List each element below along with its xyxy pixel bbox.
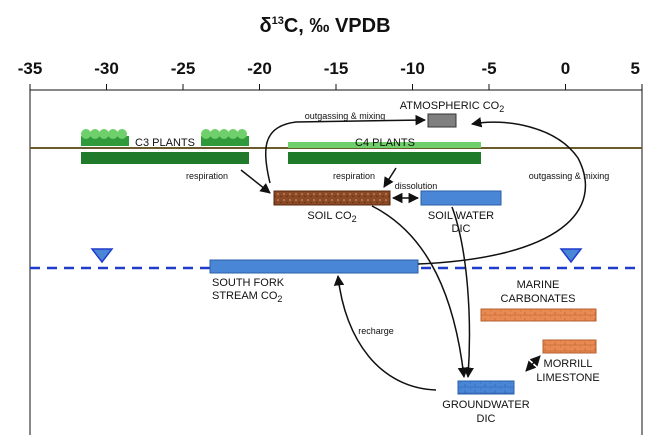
- arrow-soilwater-to-groundwater: [451, 206, 474, 379]
- c4-plants-pool: C4 PLANTS: [288, 137, 481, 164]
- axis-tick-label: 5: [631, 59, 640, 78]
- water-table-marker-right: [559, 248, 583, 264]
- morrill-label-2: LIMESTONE: [536, 372, 599, 384]
- arrow-soilco2-to-groundwater: [371, 205, 469, 379]
- axis-tick-label: 0: [561, 59, 570, 78]
- atmospheric-co2-label: ATMOSPHERIC CO2: [400, 100, 504, 114]
- water-table-marker-left: [90, 248, 114, 264]
- soil-water-dic-box: [420, 190, 502, 206]
- soil-co2-label: SOIL CO2: [307, 210, 356, 224]
- axis-tick-label: -25: [171, 59, 196, 78]
- stream-label-2: STREAM CO2: [212, 290, 282, 304]
- c3-plants-label: C3 PLANTS: [135, 137, 195, 149]
- c4-plants-label: C4 PLANTS: [355, 137, 415, 149]
- c3-tree-row-right: [201, 129, 249, 146]
- axis-tick-label: -10: [400, 59, 425, 78]
- marine-label-1: MARINE: [517, 279, 560, 291]
- arrow-outgassing-left: [264, 114, 427, 184]
- axis-tick-label: -30: [94, 59, 119, 78]
- atmospheric-co2-box: [427, 113, 457, 128]
- label-recharge: recharge: [358, 326, 394, 336]
- arrow-limestone-groundwater: [525, 355, 541, 372]
- label-dissolution: dissolution: [395, 181, 438, 191]
- top-axis: -35 -30 -25 -20 -15 -10 -5 0 5: [18, 59, 643, 90]
- arrow-recharge: [333, 274, 437, 391]
- arrow-respiration-c4: [383, 167, 397, 188]
- axis-tick-label: -5: [481, 59, 496, 78]
- label-outgassing-right: outgassing & mixing: [529, 171, 610, 181]
- soil-co2-box: [273, 190, 391, 206]
- axis-tick-label: -15: [324, 59, 349, 78]
- label-outgassing-left: outgassing & mixing: [305, 111, 386, 121]
- groundwater-dic-box: [457, 380, 515, 395]
- morrill-label-1: MORRILL: [544, 358, 593, 370]
- morrill-limestone-box: [542, 339, 597, 354]
- c4-plants-bar: [288, 152, 481, 164]
- label-respiration-c3: respiration: [186, 171, 228, 181]
- soil-water-label-2: DIC: [452, 223, 471, 235]
- c4-grass-strip: [288, 142, 481, 148]
- arrow-outgassing-right: [417, 117, 587, 265]
- axis-tick-label: -20: [247, 59, 272, 78]
- soil-water-label-1: SOIL WATER: [428, 210, 494, 222]
- c3-plants-bar: [81, 152, 249, 164]
- c3-plants-pool: C3 PLANTS: [81, 129, 249, 164]
- axis-tick-label: -35: [18, 59, 43, 78]
- axis-title: δ13C, ‰ VPDB: [259, 15, 390, 37]
- c3-tree-row-left: [81, 129, 129, 146]
- stream-label-1: SOUTH FORK: [212, 277, 285, 289]
- marine-label-2: CARBONATES: [501, 293, 576, 305]
- stream-co2-box: [209, 259, 419, 274]
- groundwater-label-1: GROUNDWATER: [442, 399, 529, 411]
- marine-carbonates-box: [480, 308, 597, 322]
- label-respiration-c4: respiration: [333, 171, 375, 181]
- groundwater-label-2: DIC: [477, 413, 496, 425]
- arrow-respiration-c3: [240, 169, 271, 194]
